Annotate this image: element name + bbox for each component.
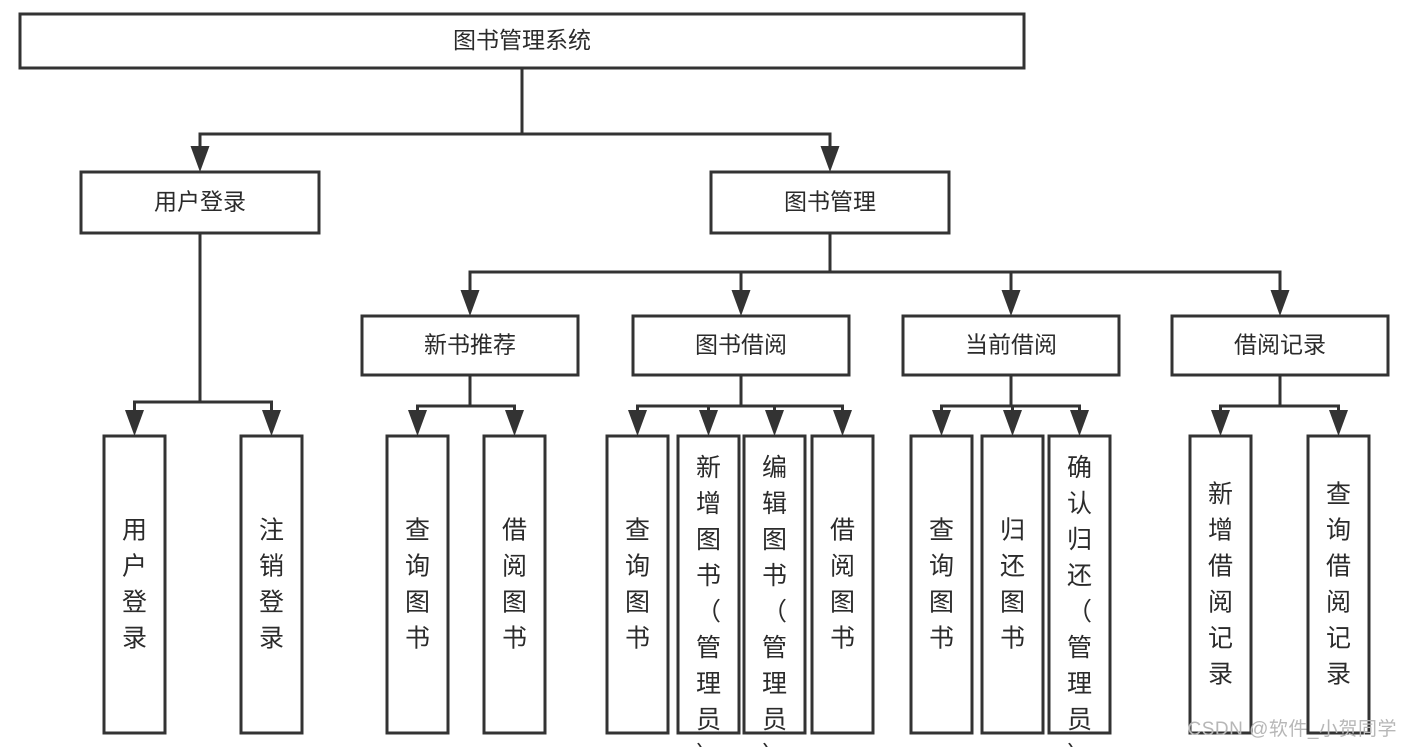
arrow-head-icon-leaf-query-record	[1329, 410, 1348, 436]
node-label-leaf-confirm-return: 确认归还（管理员）	[1067, 454, 1092, 747]
arrow-head-icon-leaf-borrow-book-1	[505, 410, 524, 436]
arrow-head-icon-current-borrow	[1001, 290, 1021, 316]
node-label-leaf-logout: 注销登录	[259, 516, 284, 652]
arrow-head-icon-leaf-confirm-return	[1070, 410, 1089, 436]
node-label-leaf-add-book: 新增图书（管理员）	[696, 454, 721, 747]
node-label-book-borrow: 图书借阅	[695, 332, 787, 358]
node-box-leaf-return-book	[980, 434, 1045, 735]
node-leaf-edit-book[interactable]: 编辑图书（管理员）	[742, 434, 807, 747]
arrow-head-icon-leaf-logout	[262, 410, 281, 436]
node-book-management[interactable]: 图书管理	[709, 170, 951, 235]
node-box-leaf-query-record	[1306, 434, 1371, 735]
node-box-leaf-confirm-return	[1047, 434, 1112, 735]
node-label-current-borrow: 当前借阅	[965, 332, 1057, 358]
node-root[interactable]: 图书管理系统	[18, 12, 1026, 70]
arrow-head-icon-borrow-record	[1270, 290, 1290, 316]
node-label-leaf-borrow-book-1: 借阅图书	[502, 516, 527, 652]
node-borrow-record[interactable]: 借阅记录	[1170, 314, 1390, 377]
node-label-leaf-query-record: 查询借阅记录	[1326, 480, 1351, 688]
node-label-leaf-borrow-book-2: 借阅图书	[830, 516, 855, 652]
node-label-leaf-user-login: 用户登录	[122, 516, 147, 652]
node-label-leaf-query-book-2: 查询图书	[625, 516, 650, 652]
node-label-leaf-add-record: 新增借阅记录	[1208, 480, 1233, 688]
node-box-book-management	[709, 170, 951, 235]
arrow-head-icon-user-login	[190, 146, 210, 172]
node-leaf-user-login[interactable]: 用户登录	[102, 434, 167, 735]
node-leaf-query-book-1[interactable]: 查询图书	[385, 434, 450, 735]
node-label-new-book-recommend: 新书推荐	[424, 332, 516, 358]
node-leaf-borrow-book-2[interactable]: 借阅图书	[810, 434, 875, 735]
node-box-leaf-user-login	[102, 434, 167, 735]
node-leaf-add-book[interactable]: 新增图书（管理员）	[676, 434, 741, 747]
node-leaf-confirm-return[interactable]: 确认归还（管理员）	[1047, 434, 1112, 747]
node-user-login[interactable]: 用户登录	[79, 170, 321, 235]
arrow-head-icon-leaf-borrow-book-2	[833, 410, 852, 436]
node-box-leaf-add-book	[676, 434, 741, 735]
node-box-leaf-add-record	[1188, 434, 1253, 735]
node-label-leaf-return-book: 归还图书	[1000, 516, 1025, 652]
arrow-head-icon-leaf-edit-book	[765, 410, 784, 436]
node-box-root	[18, 12, 1026, 70]
node-new-book-recommend[interactable]: 新书推荐	[360, 314, 580, 377]
node-leaf-add-record[interactable]: 新增借阅记录	[1188, 434, 1253, 735]
node-label-root: 图书管理系统	[453, 27, 591, 53]
arrow-head-icon-leaf-add-record	[1211, 410, 1230, 436]
node-label-borrow-record: 借阅记录	[1234, 332, 1326, 358]
arrow-head-icon-book-management	[820, 146, 840, 172]
node-label-leaf-edit-book: 编辑图书（管理员）	[762, 454, 787, 747]
node-label-leaf-query-book-1: 查询图书	[405, 516, 430, 652]
node-label-leaf-query-book-3: 查询图书	[929, 516, 954, 652]
node-label-book-management: 图书管理	[784, 189, 876, 215]
node-box-leaf-query-book-1	[385, 434, 450, 735]
arrow-head-icon-new-book-recommend	[460, 290, 480, 316]
node-box-leaf-query-book-2	[605, 434, 670, 735]
arrow-head-icon-leaf-add-book	[699, 410, 718, 436]
node-box-user-login	[79, 170, 321, 235]
node-leaf-query-record[interactable]: 查询借阅记录	[1306, 434, 1371, 735]
node-book-borrow[interactable]: 图书借阅	[631, 314, 851, 377]
node-leaf-query-book-2[interactable]: 查询图书	[605, 434, 670, 735]
arrow-head-icon-leaf-query-book-2	[628, 410, 647, 436]
node-box-book-borrow	[631, 314, 851, 377]
node-box-leaf-query-book-3	[909, 434, 974, 735]
watermark-text: CSDN @软件_小贺同学	[1187, 719, 1397, 740]
arrow-head-icon-leaf-user-login	[125, 410, 144, 436]
node-box-new-book-recommend	[360, 314, 580, 377]
node-box-current-borrow	[901, 314, 1121, 377]
node-leaf-logout[interactable]: 注销登录	[239, 434, 304, 735]
node-label-user-login: 用户登录	[154, 189, 246, 215]
node-current-borrow[interactable]: 当前借阅	[901, 314, 1121, 377]
node-box-leaf-borrow-book-1	[482, 434, 547, 735]
arrow-head-icon-leaf-query-book-1	[408, 410, 427, 436]
node-box-leaf-borrow-book-2	[810, 434, 875, 735]
node-box-leaf-logout	[239, 434, 304, 735]
arrow-head-icon-leaf-query-book-3	[932, 410, 951, 436]
node-leaf-query-book-3[interactable]: 查询图书	[909, 434, 974, 735]
node-box-borrow-record	[1170, 314, 1390, 377]
node-leaf-return-book[interactable]: 归还图书	[980, 434, 1045, 735]
node-box-leaf-edit-book	[742, 434, 807, 735]
arrow-head-icon-book-borrow	[731, 290, 751, 316]
node-leaf-borrow-book-1[interactable]: 借阅图书	[482, 434, 547, 735]
arrow-head-icon-leaf-return-book	[1003, 410, 1022, 436]
